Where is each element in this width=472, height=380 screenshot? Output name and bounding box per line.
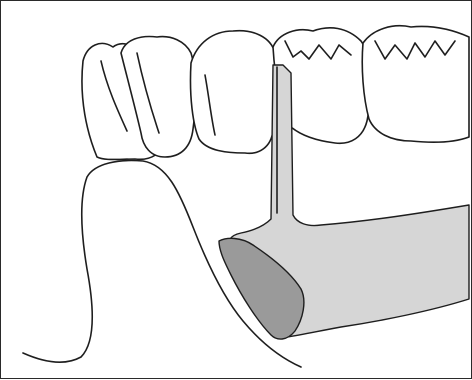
first-molar-crown	[190, 31, 275, 154]
